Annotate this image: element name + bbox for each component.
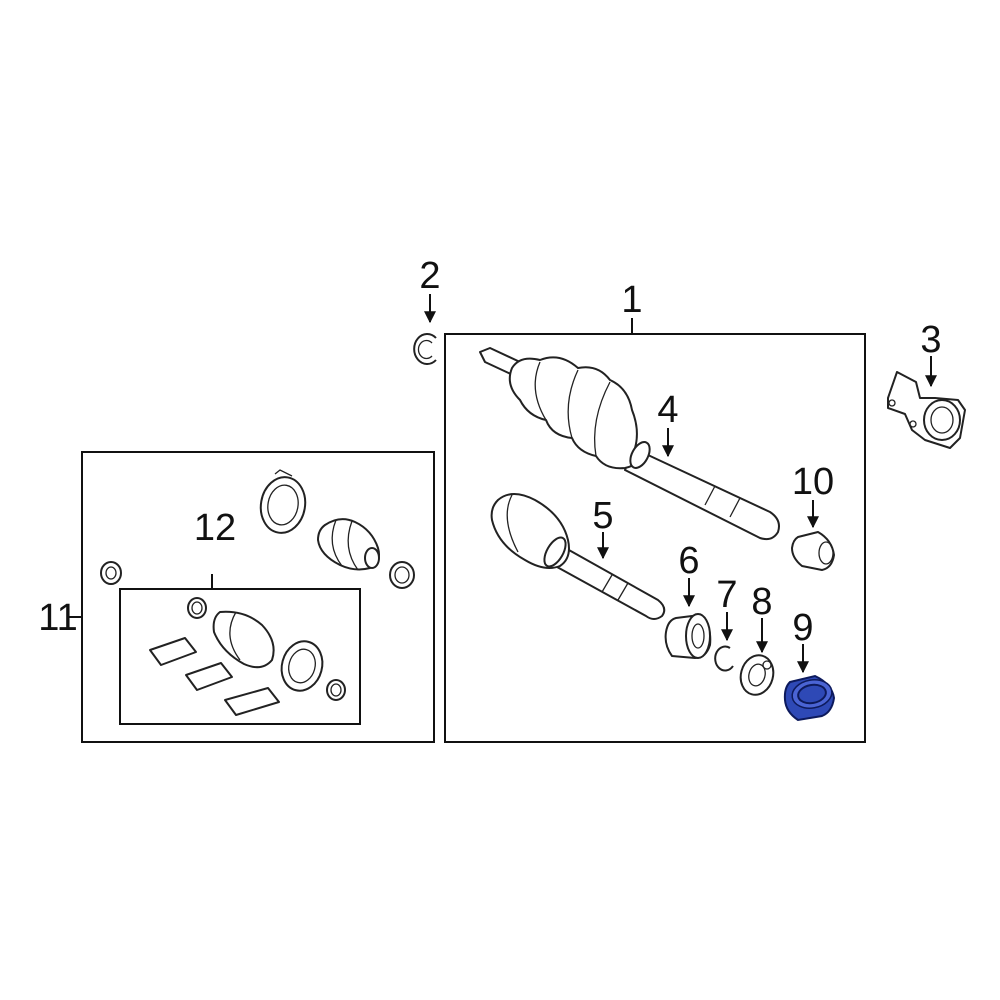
callout-3: 3 (920, 319, 941, 361)
kit-11-parts[interactable] (100, 469, 415, 589)
callout-8: 8 (751, 581, 772, 623)
kit-box-12 (119, 588, 361, 725)
callout-7: 7 (716, 574, 737, 616)
part-7-snap-ring[interactable] (714, 645, 734, 672)
callout-6: 6 (678, 540, 699, 582)
callout-10: 10 (792, 461, 834, 503)
part-10-bushing[interactable] (791, 531, 835, 571)
callout-12: 12 (194, 507, 236, 549)
part-4-outer-shaft[interactable] (479, 347, 780, 541)
kit-12-parts[interactable] (149, 597, 346, 716)
part-6-bearing[interactable] (664, 613, 712, 659)
part-5-inner-joint[interactable] (490, 493, 666, 620)
callout-5: 5 (592, 495, 613, 537)
part-8-seal[interactable] (736, 652, 777, 699)
callout-4: 4 (657, 389, 678, 431)
part-2-snap-ring[interactable] (413, 333, 437, 365)
callout-1: 1 (621, 279, 642, 321)
kit-box-11 (81, 451, 435, 743)
assembly-box-1 (444, 333, 866, 743)
callout-9: 9 (792, 607, 813, 649)
part-9-dust-cover[interactable] (783, 674, 836, 722)
part-3-bracket[interactable] (887, 371, 966, 449)
callout-2: 2 (419, 255, 440, 297)
callout-11: 11 (38, 597, 77, 639)
